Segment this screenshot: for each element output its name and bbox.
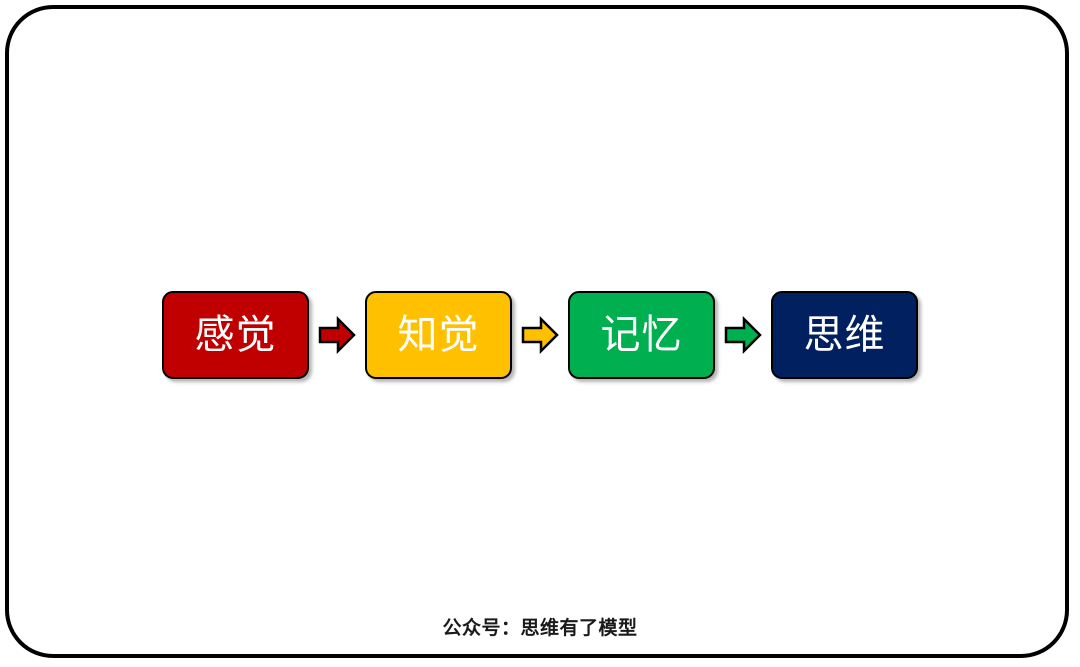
- flow-step-2: 知觉: [365, 291, 512, 379]
- arrow-right-icon-2: [512, 313, 568, 357]
- process-flow-diagram: 感觉 知觉 记忆 思维: [0, 285, 1080, 385]
- flow-step-4-label: 思维: [803, 312, 886, 358]
- flow-step-3: 记忆: [568, 291, 715, 379]
- flow-step-4: 思维: [771, 291, 918, 379]
- flow-step-1: 感觉: [162, 291, 309, 379]
- flow-step-2-label: 知觉: [397, 312, 480, 358]
- flow-step-1-label: 感觉: [194, 312, 277, 358]
- arrow-right-icon-3: [715, 313, 771, 357]
- flow-step-3-label: 记忆: [600, 312, 683, 358]
- slide-caption: 公众号：思维有了模型: [442, 617, 638, 639]
- arrow-right-icon-1: [309, 313, 365, 357]
